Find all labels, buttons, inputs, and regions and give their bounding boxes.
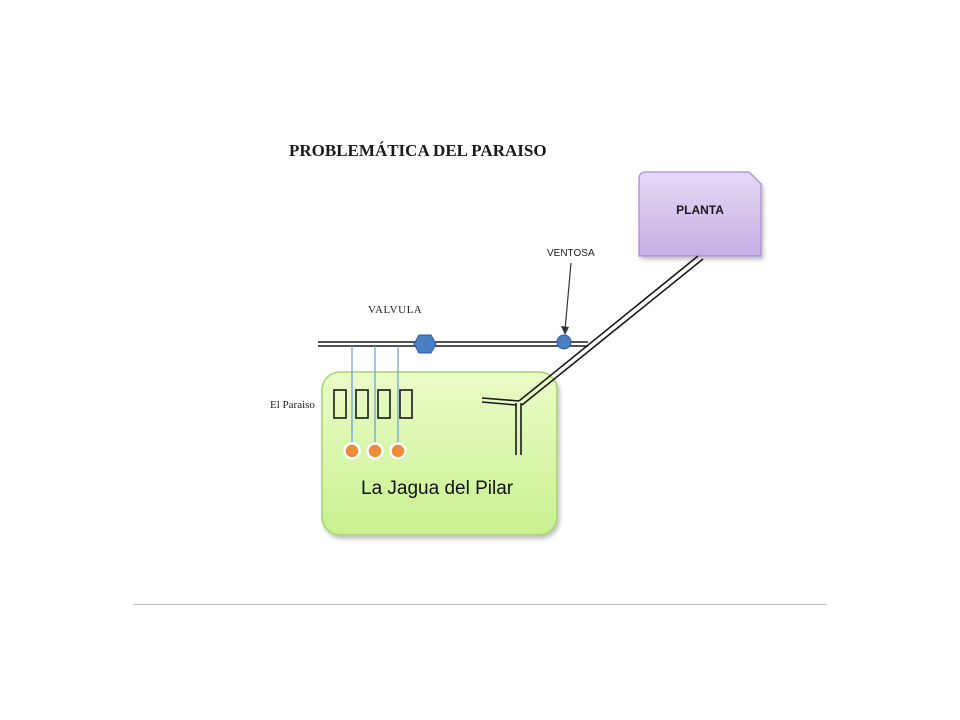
jagua-label: La Jagua del Pilar <box>361 478 514 499</box>
ventosa-arrow <box>561 262 572 335</box>
glyph-box-2 <box>355 389 369 419</box>
well-dots <box>343 442 407 460</box>
paraiso-label: El Paraiso <box>270 399 315 411</box>
orange-dot-icon <box>389 442 407 460</box>
orange-dot-icon <box>343 442 361 460</box>
diagonal-pipe <box>518 255 704 406</box>
well-lines <box>351 346 399 450</box>
jagua-zone <box>321 371 558 536</box>
hexagon-valve-icon <box>413 334 437 354</box>
glyph-box-1 <box>333 389 347 419</box>
planta-label: PLANTA <box>676 203 724 217</box>
orange-dot-icon <box>366 442 384 460</box>
planta-box <box>638 171 762 257</box>
ventosa-label: VENTOSA <box>547 248 595 259</box>
divider-line <box>133 604 827 605</box>
page-title: PROBLEMÁTICA DEL PARAISO <box>289 141 547 160</box>
boxed-glyphs <box>333 389 413 419</box>
glyph-box-4 <box>399 389 413 419</box>
glyph-box-3 <box>377 389 391 419</box>
valvula-label: VALVULA <box>368 304 423 316</box>
circle-vent-icon <box>556 334 572 350</box>
main-pipe <box>318 341 588 347</box>
t-junction-pipe <box>481 397 522 455</box>
